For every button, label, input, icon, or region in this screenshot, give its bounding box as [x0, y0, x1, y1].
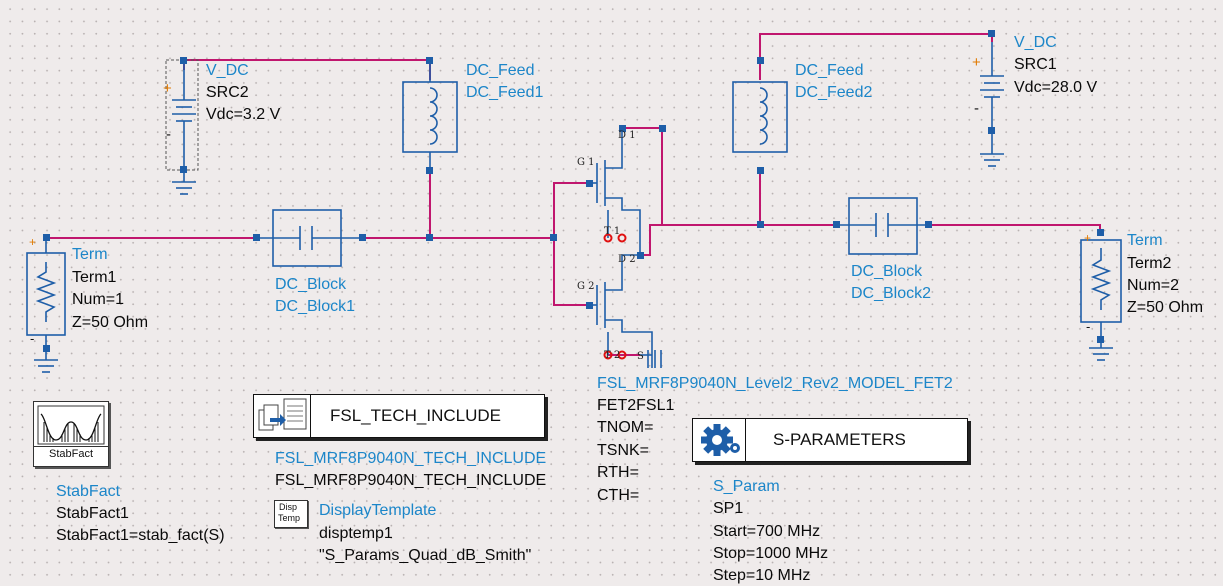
vdc-src2-param[interactable]: Vdc=3.2 V — [206, 106, 281, 123]
dc-feed1-symbol — [402, 60, 458, 170]
display-template-icon[interactable]: Disp Temp — [274, 500, 308, 528]
fet-param-cth[interactable]: CTH= — [597, 487, 640, 504]
stabfact-icon-label: StabFact — [48, 448, 94, 460]
display-template-type[interactable]: DisplayTemplate — [319, 502, 437, 519]
term2-type[interactable]: Term — [1127, 232, 1163, 249]
stabfact-expr[interactable]: StabFact1=stab_fact(S) — [56, 527, 225, 544]
stabfact-waveform-icon — [37, 405, 105, 445]
wire-drain1 — [622, 127, 760, 226]
gear-icon — [701, 424, 740, 456]
tech-include-box[interactable]: FSL_TECH_INCLUDE — [253, 394, 545, 438]
display-template-icon-bottom: Temp — [278, 513, 301, 523]
thermal-pins — [603, 233, 627, 360]
dc-block2-symbol — [836, 197, 928, 255]
fet-param-rth[interactable]: RTH= — [597, 464, 639, 481]
vdc-src1-type[interactable]: V_DC — [1014, 34, 1057, 51]
dc-feed1-type[interactable]: DC_Feed — [466, 62, 535, 79]
fet-model[interactable]: FSL_MRF8P9040N_Level2_Rev2_MODEL_FET2 — [597, 375, 953, 392]
nodes — [43, 30, 1104, 352]
dc-feed2-symbol — [732, 81, 788, 153]
sparam-stop[interactable]: Stop=1000 MHz — [713, 545, 829, 562]
fet-pin-d1: D 1 — [618, 130, 636, 141]
sparameters-box[interactable]: S-PARAMETERS — [692, 418, 968, 462]
wire-gate2 — [553, 238, 590, 306]
term1-z[interactable]: Z=50 Ohm — [72, 314, 149, 331]
fet-pin-g2: G 2 — [577, 281, 595, 292]
fet-pin-g1: G 1 — [577, 157, 595, 168]
term1-symbol — [26, 240, 66, 373]
vdc-src1-name[interactable]: SRC1 — [1014, 56, 1057, 73]
term1-plus: + — [29, 235, 37, 249]
dc-block1-type[interactable]: DC_Block — [275, 276, 347, 293]
term2-num[interactable]: Num=2 — [1127, 277, 1180, 294]
dc-block2-name[interactable]: DC_Block2 — [851, 285, 932, 302]
display-template-value[interactable]: "S_Params_Quad_dB_Smith" — [319, 547, 532, 564]
tech-include-line2[interactable]: FSL_MRF8P9040N_TECH_INCLUDE — [275, 472, 547, 489]
vdc-src2-minus: - — [166, 126, 171, 143]
wire-gate1 — [553, 182, 590, 238]
term2-minus: - — [1086, 319, 1091, 334]
term1-num[interactable]: Num=1 — [72, 291, 125, 308]
sparam-type[interactable]: S_Param — [713, 478, 780, 495]
vdc-src1-minus: - — [974, 100, 979, 117]
stabfact-type[interactable]: StabFact — [56, 483, 121, 500]
term1-name[interactable]: Term1 — [72, 269, 117, 286]
dc-feed1-name[interactable]: DC_Feed1 — [466, 84, 544, 101]
sparameters-title: S-PARAMETERS — [773, 430, 906, 449]
fet-pin-t1: T 1 — [604, 226, 621, 237]
fet-pin-t2: T 2 — [604, 350, 621, 361]
vdc-src1-plus: + — [972, 54, 981, 71]
sparam-start[interactable]: Start=700 MHz — [713, 523, 821, 540]
fet-pin-d2: D 2 — [618, 254, 636, 265]
stabfact-name[interactable]: StabFact1 — [56, 505, 129, 522]
fet-pin-s: S — [637, 351, 644, 362]
vdc-src2-type[interactable]: V_DC — [206, 62, 249, 79]
stabfact-icon[interactable]: StabFact — [33, 401, 109, 467]
dc-feed2-name[interactable]: DC_Feed2 — [795, 84, 873, 101]
sparam-name[interactable]: SP1 — [713, 500, 744, 517]
term2-name[interactable]: Term2 — [1127, 255, 1172, 272]
fet-param-tnom[interactable]: TNOM= — [597, 419, 654, 436]
vdc-src2-plus: + — [163, 80, 172, 97]
tech-include-line1[interactable]: FSL_MRF8P9040N_TECH_INCLUDE — [275, 450, 547, 467]
dc-block1-name[interactable]: DC_Block1 — [275, 298, 356, 315]
fet-name[interactable]: FET2FSL1 — [597, 397, 675, 414]
vdc-src1-param[interactable]: Vdc=28.0 V — [1014, 79, 1098, 96]
fet-param-tsnk[interactable]: TSNK= — [597, 442, 650, 459]
dc-block1-symbol — [256, 209, 362, 267]
display-template-name[interactable]: disptemp1 — [319, 525, 393, 542]
sparam-step[interactable]: Step=10 MHz — [713, 567, 811, 584]
term1-minus: - — [30, 331, 35, 346]
vdc-src1-symbol — [980, 42, 1004, 167]
wire-block2-term2 — [928, 224, 1101, 232]
vdc-src2-name[interactable]: SRC2 — [206, 84, 249, 101]
wires — [46, 33, 1101, 356]
term1-type[interactable]: Term — [72, 246, 108, 263]
dc-block2-type[interactable]: DC_Block — [851, 263, 923, 280]
term2-plus: + — [1084, 231, 1092, 245]
display-template-icon-top: Disp — [279, 502, 298, 512]
fet-symbol — [590, 128, 662, 368]
wire-drain2 — [640, 224, 662, 256]
include-file-icon — [258, 398, 307, 431]
tech-include-title: FSL_TECH_INCLUDE — [330, 406, 501, 425]
term2-symbol — [1080, 239, 1122, 361]
term2-z[interactable]: Z=50 Ohm — [1127, 299, 1204, 316]
dc-feed2-type[interactable]: DC_Feed — [795, 62, 864, 79]
